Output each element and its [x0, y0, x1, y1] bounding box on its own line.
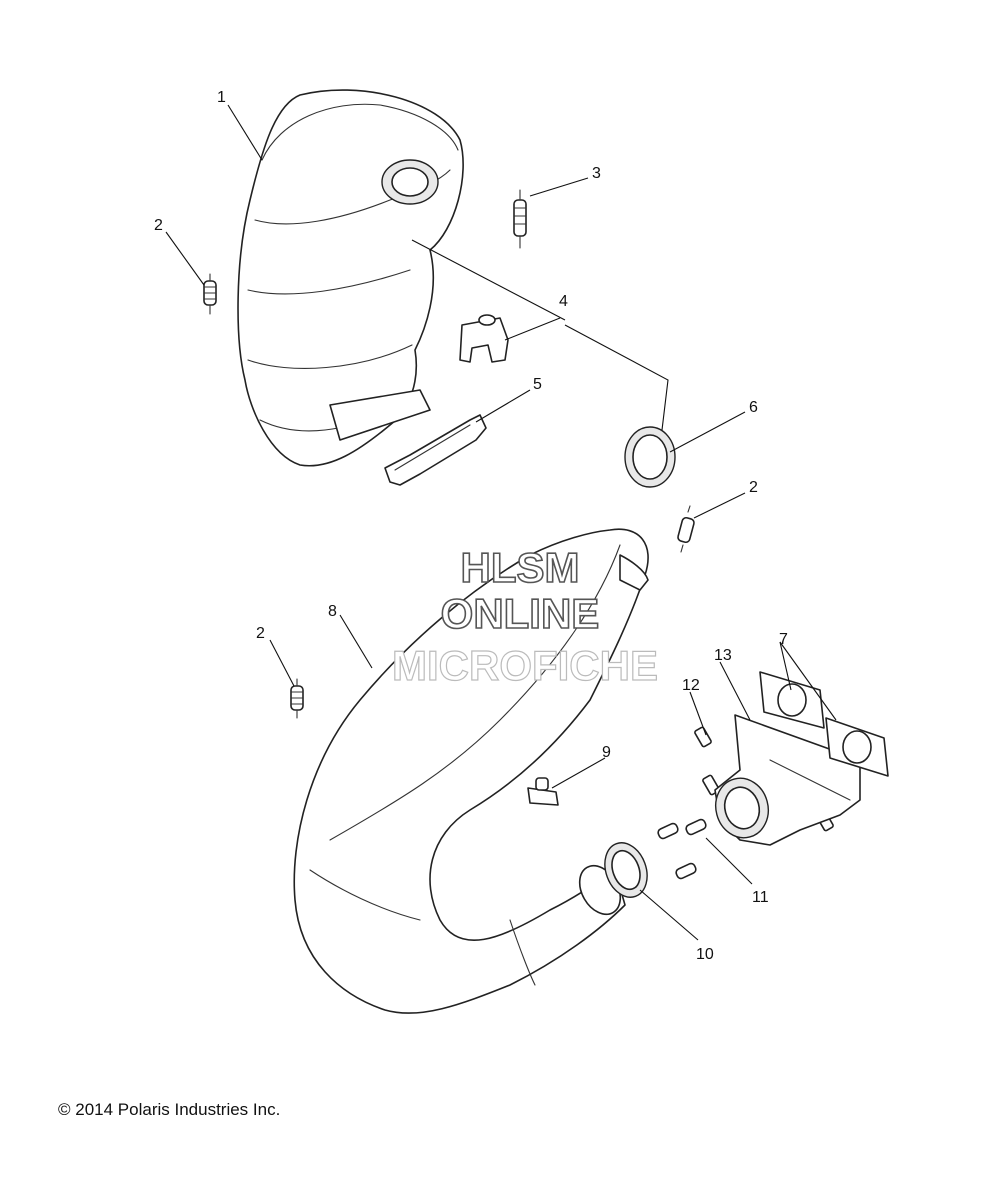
part-2-spring-b — [677, 505, 695, 553]
part-11-springs — [657, 818, 707, 880]
callout-7: 7 — [779, 631, 788, 648]
part-2-spring-a — [203, 273, 217, 315]
callout-4: 4 — [559, 293, 568, 310]
part-1-muffler — [237, 89, 464, 467]
part-6-seal-ring — [624, 426, 676, 488]
watermark-line-1: HLSM — [461, 544, 580, 591]
part-13-exhaust-manifold — [714, 714, 861, 846]
callout-5: 5 — [533, 376, 542, 393]
callout-2-top-left: 2 — [154, 217, 163, 234]
watermark-line-2: ONLINE — [441, 590, 600, 637]
part-4-clip — [459, 314, 509, 363]
callout-8: 8 — [328, 603, 337, 620]
watermark: HLSM ONLINE MICROFICHE — [391, 543, 658, 689]
callout-9: 9 — [602, 744, 611, 761]
part-3-spring — [513, 189, 527, 249]
callout-13: 13 — [714, 647, 732, 664]
part-9-grommet — [527, 777, 559, 806]
callout-11: 11 — [752, 889, 769, 906]
callout-10: 10 — [696, 946, 714, 963]
part-7-gaskets — [759, 671, 889, 777]
leader-lines — [165, 104, 837, 941]
part-5-heat-shield — [384, 414, 487, 486]
callout-1: 1 — [217, 89, 226, 106]
part-10-clamp — [604, 842, 648, 898]
callout-12: 12 — [682, 677, 700, 694]
callout-6: 6 — [749, 399, 758, 416]
watermark-line-3: MICROFICHE — [392, 642, 658, 689]
callout-2-right: 2 — [749, 479, 758, 496]
callout-2-bottom-left: 2 — [256, 625, 265, 642]
callout-labels: 1 2 3 4 5 6 2 2 8 7 13 12 9 11 10 — [154, 89, 788, 963]
copyright-notice: © 2014 Polaris Industries Inc. — [58, 1100, 281, 1119]
part-2-spring-c — [290, 678, 304, 719]
callout-3: 3 — [592, 165, 601, 182]
